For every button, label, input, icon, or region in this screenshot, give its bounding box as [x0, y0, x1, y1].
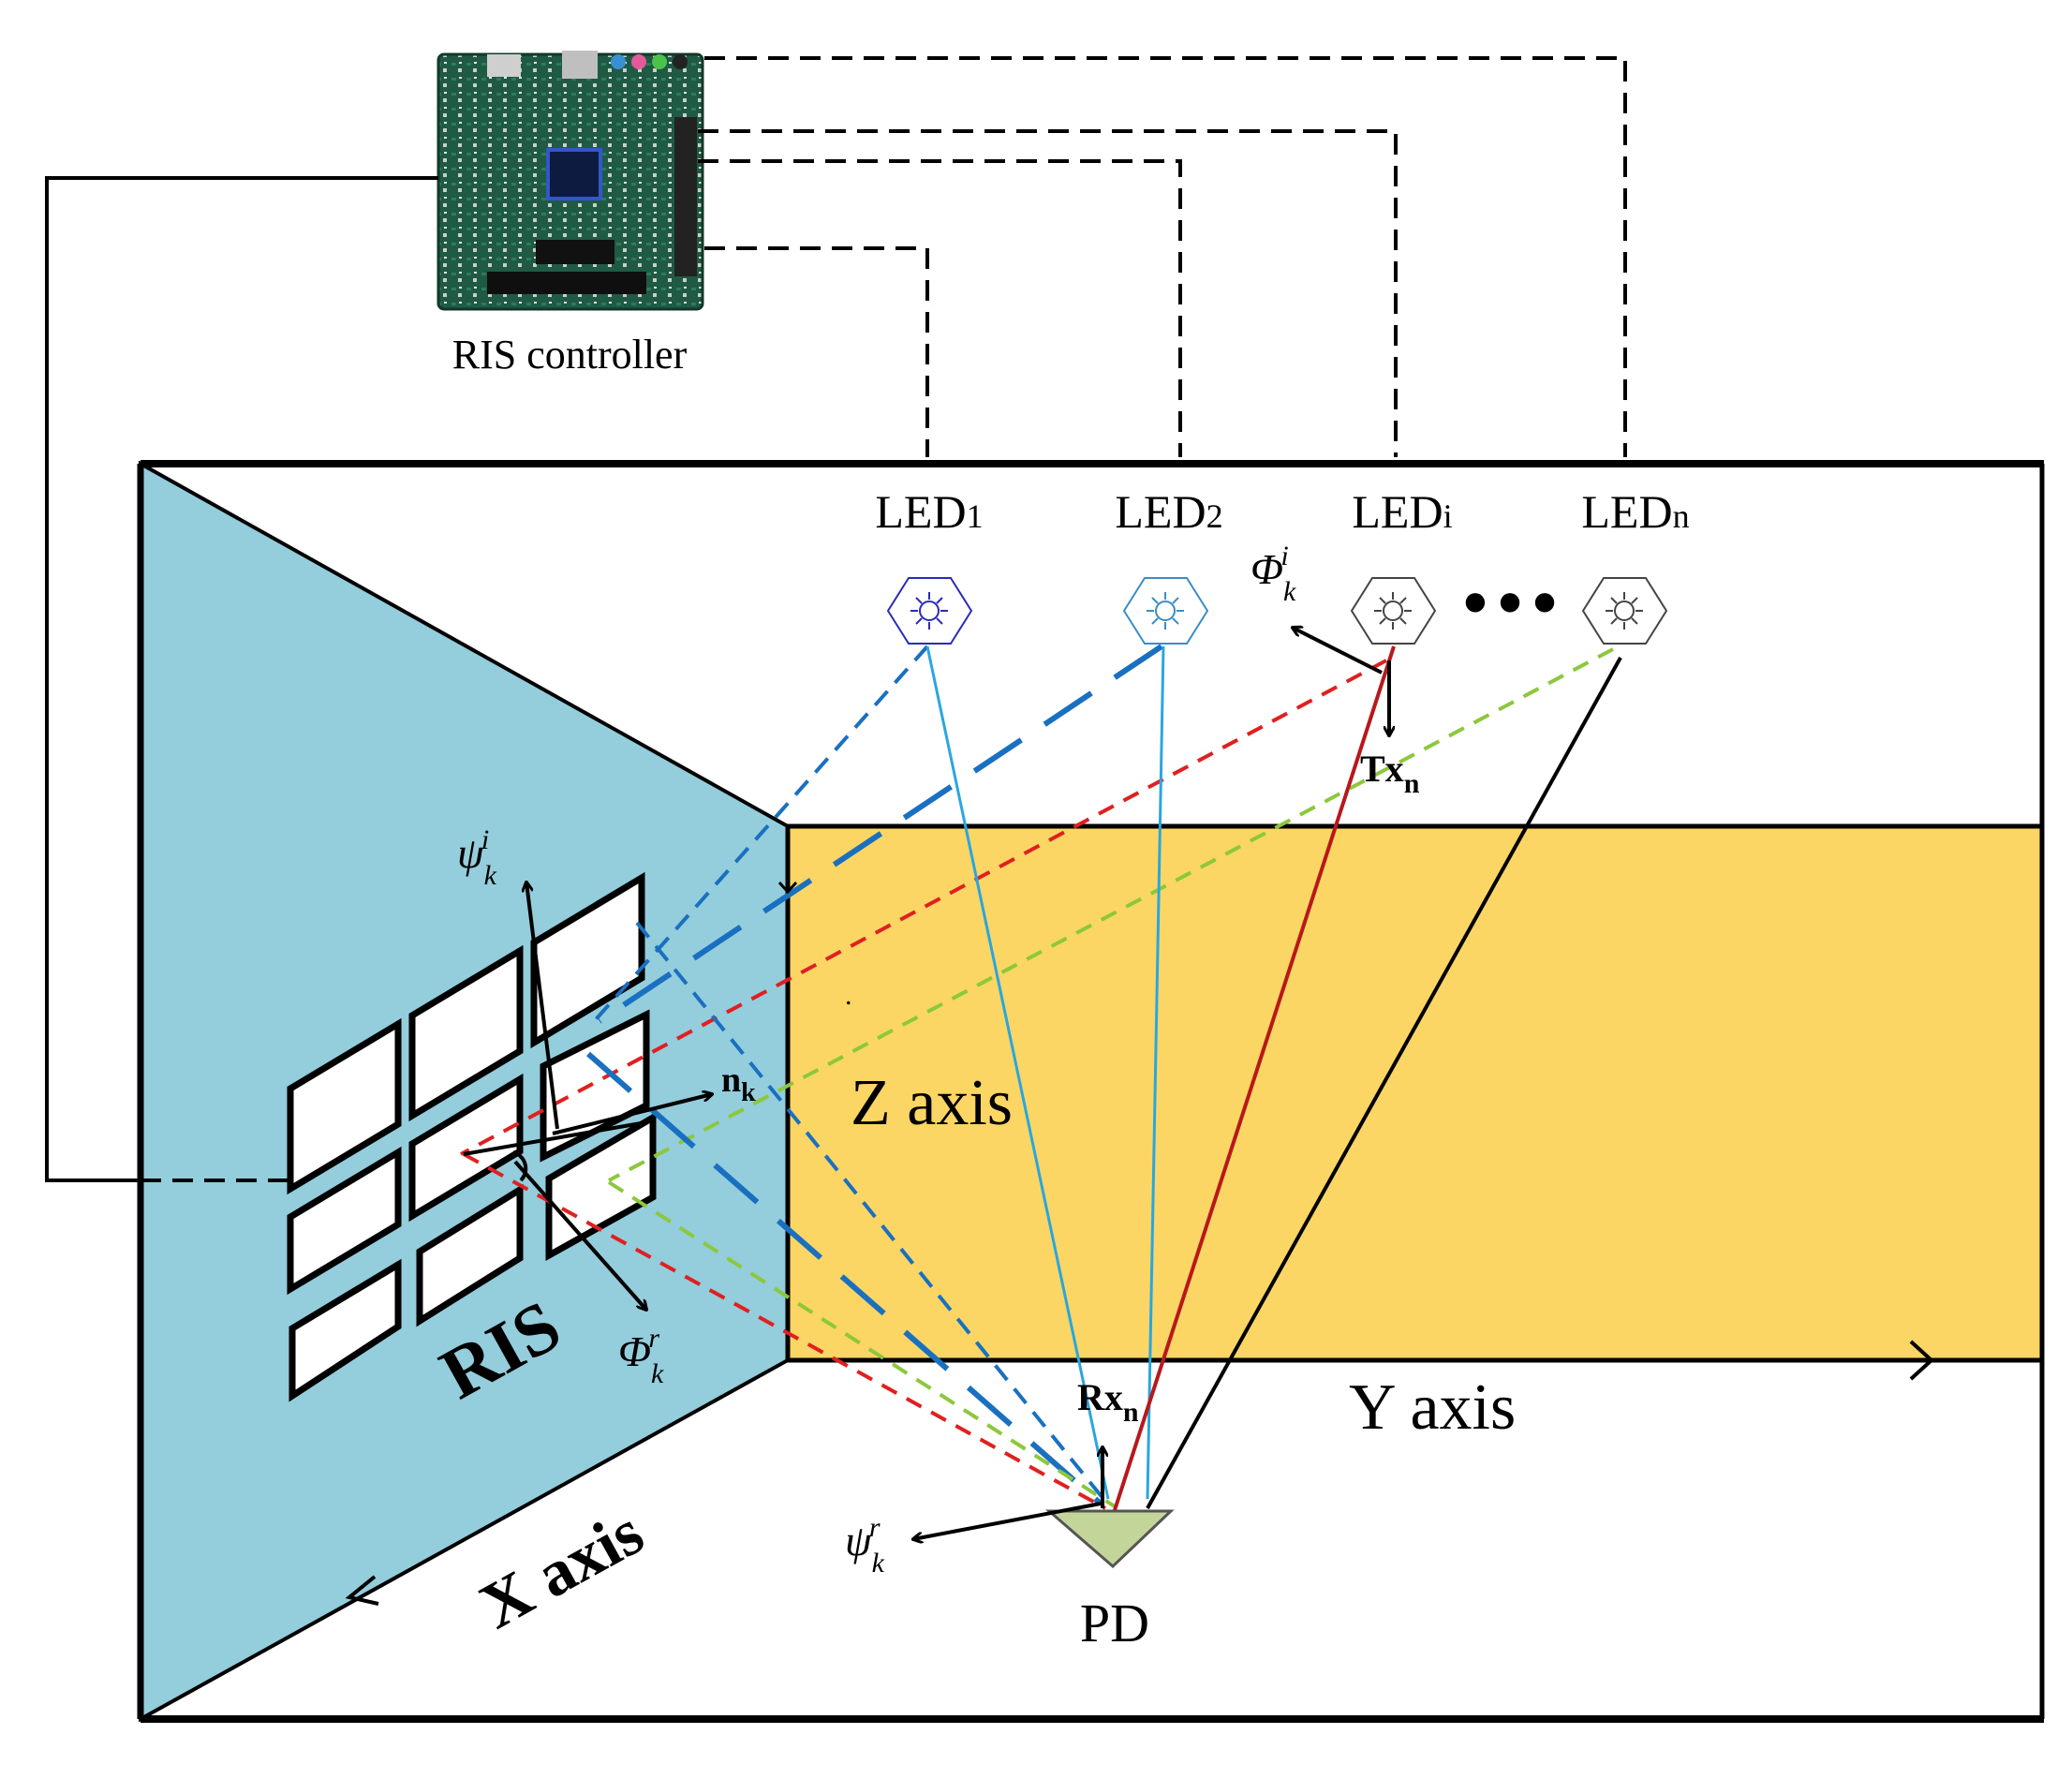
photodetector: PD	[913, 1447, 1175, 1653]
ris-element	[287, 1017, 402, 1195]
z-axis-label: Z axis	[851, 1067, 1013, 1139]
ris-element-grid	[287, 871, 657, 1402]
pd-label: PD	[1080, 1593, 1149, 1653]
controller-chip	[546, 148, 602, 200]
psi-incidence-label: ψki	[457, 824, 497, 891]
wire-led1	[704, 246, 929, 457]
path-ledi-ris	[460, 659, 1387, 1156]
ris-psi-i-arrow	[526, 882, 559, 1130]
floor-band	[785, 823, 2045, 1363]
ris-element	[530, 871, 645, 1049]
phi-reflection-label: Φkr	[618, 1323, 664, 1389]
pd-shape	[1044, 1509, 1175, 1569]
led-n-label: LEDn	[1581, 485, 1689, 538]
led-n-hexagon	[1581, 577, 1668, 645]
room	[137, 460, 2045, 1723]
los-ledn	[1146, 657, 1622, 1509]
path-led2-ris	[598, 644, 1163, 1024]
x-axis-arrowhead	[345, 1575, 379, 1606]
phi-incidence-label: Φki	[1251, 541, 1296, 607]
y-axis-arrowhead	[1909, 1340, 1934, 1381]
ris-element	[289, 1258, 402, 1402]
led-2: LED2	[1115, 485, 1223, 645]
ris-element	[408, 944, 524, 1122]
stray-dot: .	[845, 980, 852, 1011]
led-2-label: LED2	[1115, 485, 1222, 538]
tx-vectors	[1293, 628, 1389, 735]
psi-reflection-label: ψkr	[845, 1512, 885, 1579]
path-ledn-ris	[608, 647, 1614, 1182]
wire-ledn	[704, 56, 1627, 457]
normal-label: nk	[721, 1060, 756, 1107]
led-n-sun-icon	[1614, 600, 1635, 621]
tx-phi-i-arrow	[1293, 628, 1383, 675]
controller-label: RIS controller	[452, 332, 688, 378]
led-1-hexagon	[886, 577, 973, 645]
led-i-hexagon	[1350, 577, 1437, 645]
led-1-label: LED1	[875, 485, 983, 538]
rx-label: Rxn	[1077, 1376, 1139, 1428]
wire-ledi	[698, 129, 1398, 457]
ris-wall	[139, 460, 790, 1723]
led-2-sun-icon	[1155, 600, 1176, 621]
ris-element	[408, 1073, 524, 1223]
led-i: LEDi	[1350, 485, 1453, 645]
led-1-sun-icon	[919, 600, 940, 621]
control-wiring	[141, 56, 1627, 1182]
led-i-sun-icon	[1383, 600, 1403, 621]
ris-element	[416, 1183, 524, 1327]
led-2-hexagon	[1122, 577, 1209, 645]
rx-psi-r-arrow	[913, 1502, 1102, 1539]
z-axis-arrowhead	[777, 881, 798, 895]
reflection-paths	[460, 644, 1614, 1510]
los-paths	[925, 645, 1622, 1511]
los-led1	[925, 645, 1110, 1500]
ris-controller: RIS controller	[437, 51, 704, 378]
path-ris-pd-red	[463, 1152, 1106, 1510]
ris-element	[540, 1009, 650, 1163]
path-ris-pd-green	[607, 1180, 1117, 1508]
wire-ris-solid	[45, 176, 438, 1182]
ris-element	[287, 1146, 402, 1296]
ris-phi-r-arrow	[513, 1160, 646, 1310]
ris-angle-arc	[512, 1150, 528, 1182]
los-led2	[1146, 645, 1165, 1500]
path-ris-pd-blue-1	[635, 921, 1105, 1501]
led-n: LEDn	[1581, 485, 1690, 645]
ris-normal-arrow	[552, 1094, 712, 1135]
path-led1-ris	[588, 645, 929, 1028]
y-axis-label: Y axis	[1349, 1371, 1516, 1444]
los-ledi	[1113, 645, 1396, 1511]
led-i-label: LEDi	[1352, 485, 1452, 538]
tx-label: Txn	[1360, 748, 1420, 799]
ris-incident-line	[463, 1120, 647, 1156]
led-array: LED1 LED2 LEDi ••• LEDn	[875, 485, 1690, 645]
ris-element	[545, 1111, 657, 1261]
wire-led2	[698, 159, 1182, 457]
controller-connector	[674, 117, 697, 276]
path-ris-pd-blue-2	[586, 1051, 1103, 1506]
led-1: LED1	[875, 485, 984, 645]
ris-vectors	[463, 882, 712, 1310]
led-ellipsis: •••	[1458, 572, 1561, 636]
